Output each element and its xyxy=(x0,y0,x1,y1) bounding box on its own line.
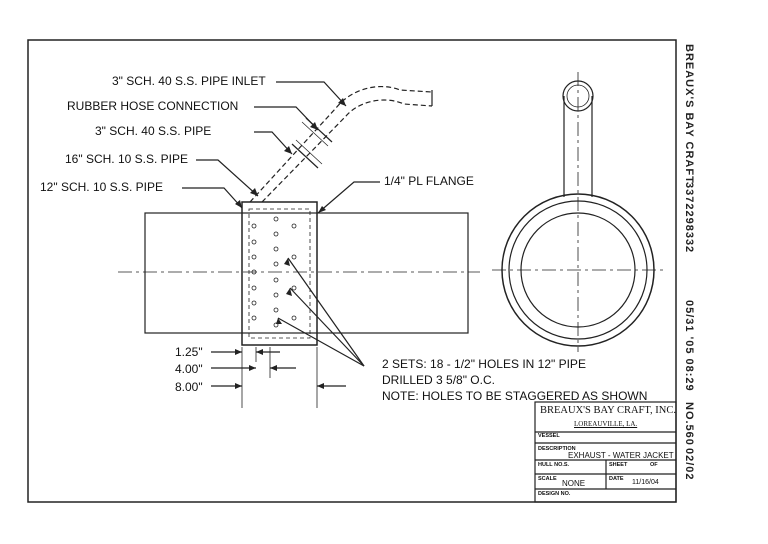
tb-scale-label: SCALE xyxy=(538,476,557,482)
leader-pipe-inlet xyxy=(276,81,347,107)
tb-vessel-label: VESSEL xyxy=(538,433,560,439)
leader-holes-3 xyxy=(277,317,365,367)
leader-flange xyxy=(317,181,380,214)
tb-of-label: OF xyxy=(650,462,658,468)
jacket-16in xyxy=(241,201,318,346)
pipe-12in-side xyxy=(144,212,469,334)
tb-description: EXHAUST - WATER JACKET xyxy=(568,451,674,460)
label-pipe-16: 16" SCH. 10 S.S. PIPE xyxy=(65,152,188,166)
tb-scale: NONE xyxy=(562,479,586,488)
tb-date-label: DATE xyxy=(609,476,624,482)
label-rubber-hose: RUBBER HOSE CONNECTION xyxy=(67,99,239,113)
label-sch40-pipe: 3" SCH. 40 S.S. PIPE xyxy=(95,124,212,138)
fax-page: 02/02 xyxy=(683,448,695,481)
tb-sheet-label: SHEET xyxy=(609,462,628,468)
leader-holes-2 xyxy=(289,287,365,367)
leader-pipe-12 xyxy=(182,187,243,209)
drilled-holes xyxy=(251,216,297,328)
leader-sch40 xyxy=(254,131,293,155)
inlet-pipe-inner xyxy=(261,99,433,203)
tb-hull-label: HULL NO.S. xyxy=(538,462,570,468)
hose-clamp-2 xyxy=(291,143,319,169)
dim-8-00: 8.00" xyxy=(175,380,203,394)
label-pipe-inlet: 3" SCH. 40 S.S. PIPE INLET xyxy=(112,74,266,88)
leader-pipe-16 xyxy=(196,159,259,197)
fax-phone: 3372298332 xyxy=(683,182,695,254)
dim-1-25: 1.25" xyxy=(175,345,203,359)
note-drilled: DRILLED 3 5/8" O.C. xyxy=(382,373,495,387)
sheet-border xyxy=(27,39,677,503)
inlet-pipe-outer xyxy=(249,86,433,203)
note-stagger: NOTE: HOLES TO BE STAGGERED AS SHOWN xyxy=(382,389,648,403)
jacket-inner xyxy=(248,208,311,339)
tb-location: LOREAUVILLE, LA. xyxy=(574,420,638,428)
leader-rubber-hose xyxy=(254,106,319,131)
fax-number: NO.560 xyxy=(683,402,695,446)
tb-description-label: DESCRIPTION xyxy=(538,446,576,452)
title-block xyxy=(534,401,677,503)
dim-4-00: 4.00" xyxy=(175,362,203,376)
fax-date-time: 05/31 '05 08:29 xyxy=(683,300,695,392)
label-flange: 1/4" PL FLANGE xyxy=(384,174,474,188)
leader-holes-1 xyxy=(287,257,365,367)
tb-company: BREAUX'S BAY CRAFT, INC. xyxy=(540,405,676,416)
fax-company: BREAUX'S BAY CRAFT xyxy=(683,44,695,184)
note-holes: 2 SETS: 18 - 1/2" HOLES IN 12" PIPE xyxy=(382,357,586,371)
tb-date: 11/16/04 xyxy=(632,479,659,486)
tb-design-label: DESIGN NO. xyxy=(538,491,571,497)
label-pipe-12: 12" SCH. 10 S.S. PIPE xyxy=(40,180,163,194)
